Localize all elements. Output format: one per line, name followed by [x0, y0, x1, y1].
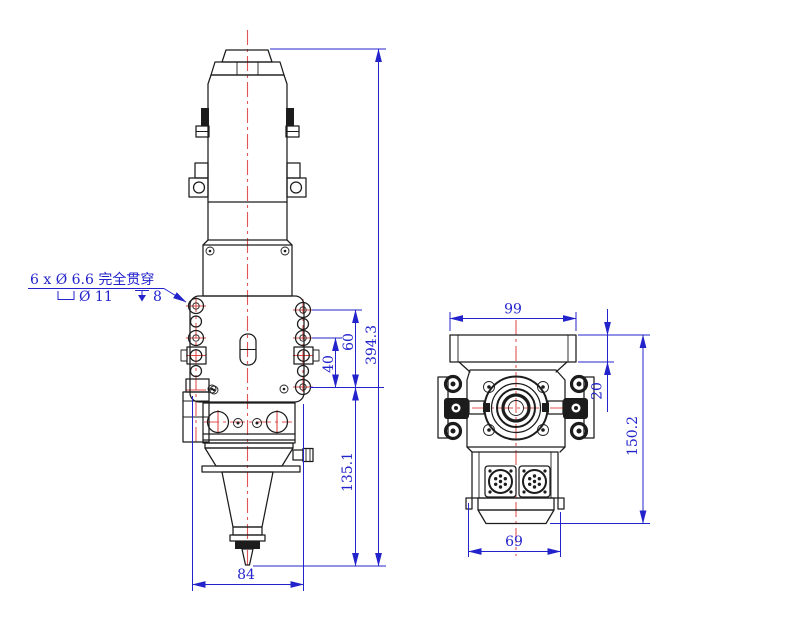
- round-connector-right: [518, 465, 551, 498]
- dim-top-plate-width: 99: [504, 302, 522, 318]
- depth-icon: [135, 290, 149, 302]
- callout-line1: 6 x Ø 6.6 完全贯穿: [30, 271, 154, 288]
- dim-hole-span-inner: 40: [321, 355, 337, 373]
- front-view-outline: [180, 49, 320, 566]
- dim-overall-height: 394.3: [364, 325, 380, 365]
- dim-body-width: 84: [237, 567, 255, 583]
- dim-top-plate-height: 20: [590, 382, 606, 400]
- counterbore-icon: [57, 291, 75, 300]
- front-view-dimensions: 394.3 135.1 60 40 84: [192, 48, 386, 591]
- dim-body-height: 150.2: [625, 416, 641, 456]
- dim-hole-span-outer: 60: [341, 333, 357, 351]
- front-view: 394.3 135.1 60 40 84 6 x Ø 6.6 完全贯穿 Ø 11…: [28, 30, 386, 591]
- side-view-dimensions: 99 20 150.2 69: [449, 302, 650, 557]
- side-view-outline: [437, 334, 595, 525]
- round-connector-left: [484, 465, 517, 498]
- dim-bottom-width: 69: [505, 534, 523, 550]
- counterbore-callout: 6 x Ø 6.6 完全贯穿 Ø 11 8: [28, 271, 187, 305]
- front-view-centerlines: [186, 30, 313, 566]
- leader-arrow: [163, 288, 187, 303]
- callout-cbore-diameter: Ø 11: [79, 289, 113, 305]
- callout-cbore-depth: 8: [153, 289, 162, 305]
- side-view: 99 20 150.2 69: [437, 302, 650, 557]
- dim-nozzle-section-height: 135.1: [340, 452, 356, 492]
